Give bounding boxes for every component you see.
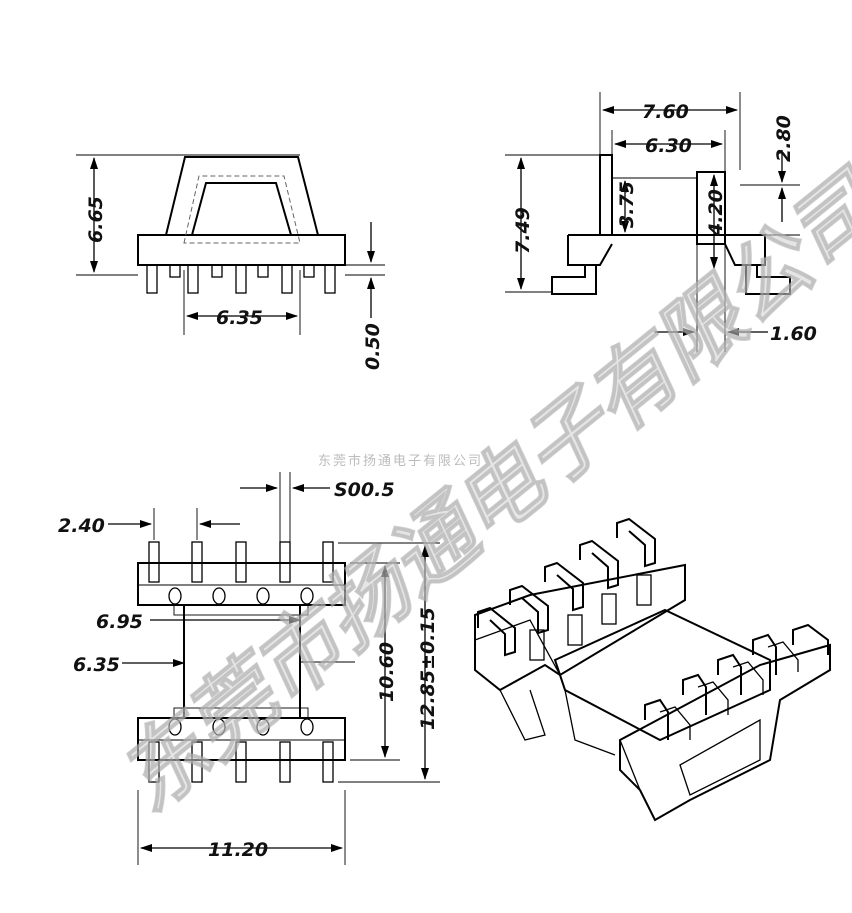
dim-side-total-height: 7.49 — [512, 207, 534, 254]
dim-side-window: 3.75 — [616, 181, 638, 228]
dim-top-core-width: 6.35 — [73, 654, 120, 676]
dim-side-wall: 1.60 — [770, 323, 817, 345]
iso-pins-back — [477, 517, 656, 661]
isometric-view — [474, 517, 831, 822]
dim-side-core-height: 4.20 — [705, 189, 727, 237]
dim-top-pin-pitch: 2.40 — [58, 515, 105, 537]
side-view: 7.60 6.30 2.80 7.49 3.75 4.20 1.60 — [505, 92, 817, 352]
dim-top-slot: S00.5 — [334, 479, 395, 501]
top-pins-upper — [148, 541, 334, 583]
dim-top-flange-inner: 6.95 — [96, 611, 143, 633]
dim-side-flange-height: 2.80 — [773, 115, 795, 162]
top-view: 2.40 S00.5 6.95 6.35 10.60 12.85±0.15 11… — [58, 472, 440, 865]
front-pins — [146, 264, 336, 294]
dim-front-height: 6.65 — [85, 196, 107, 243]
dim-top-window-length: 10.60 — [376, 642, 398, 702]
dim-front-pin-length: 0.50 — [362, 323, 384, 370]
front-view: 6.65 6.35 0.50 — [76, 154, 385, 370]
dim-top-row-span: 11.20 — [208, 839, 268, 861]
dim-front-pin-span: 6.35 — [216, 307, 263, 329]
iso-pins-front — [644, 623, 829, 740]
watermark-small: 东莞市扬通电子有限公司 — [318, 453, 483, 469]
watermark-large: 东莞市扬通电子有限公司 — [100, 153, 852, 832]
dim-side-width-outer: 7.60 — [642, 101, 689, 123]
top-pins-lower — [148, 741, 334, 783]
dim-side-width-inner: 6.30 — [645, 135, 692, 157]
dim-top-total-length: 12.85±0.15 — [417, 607, 439, 730]
